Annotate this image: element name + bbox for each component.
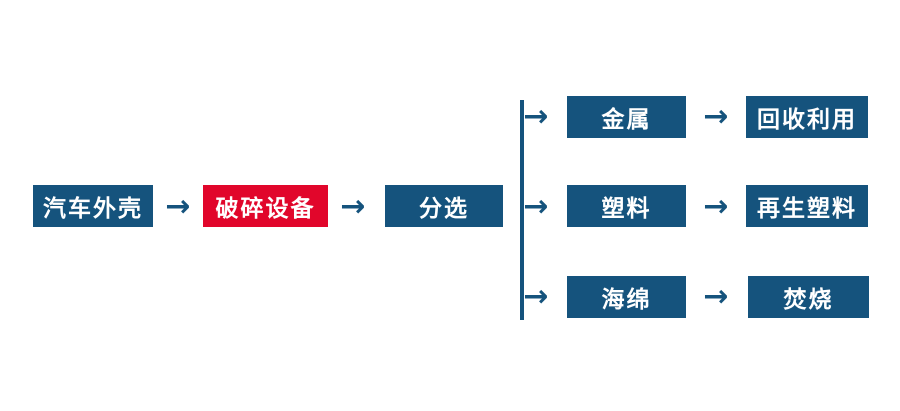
branch-arrow-icon: → xyxy=(523,189,549,224)
right-arrow-icon: → xyxy=(703,189,729,224)
node-metal: 金属 xyxy=(567,96,686,138)
branch-arrow-icon: → xyxy=(523,99,549,134)
node-incineration: 焚烧 xyxy=(748,276,869,318)
node-recycled-plastic: 再生塑料 xyxy=(746,185,868,227)
node-car-shell: 汽车外壳 xyxy=(33,185,153,227)
node-sorting: 分选 xyxy=(385,185,503,227)
node-sponge: 海绵 xyxy=(567,276,686,318)
right-arrow-icon: → xyxy=(340,189,366,224)
node-plastic: 塑料 xyxy=(567,185,686,227)
branch-arrow-icon: → xyxy=(523,279,549,314)
right-arrow-icon: → xyxy=(703,279,729,314)
right-arrow-icon: → xyxy=(703,99,729,134)
branch-connector-line xyxy=(520,100,524,320)
node-recycle-reuse: 回收利用 xyxy=(746,96,868,138)
node-crushing-equipment: 破碎设备 xyxy=(203,185,328,227)
right-arrow-icon: → xyxy=(165,189,191,224)
